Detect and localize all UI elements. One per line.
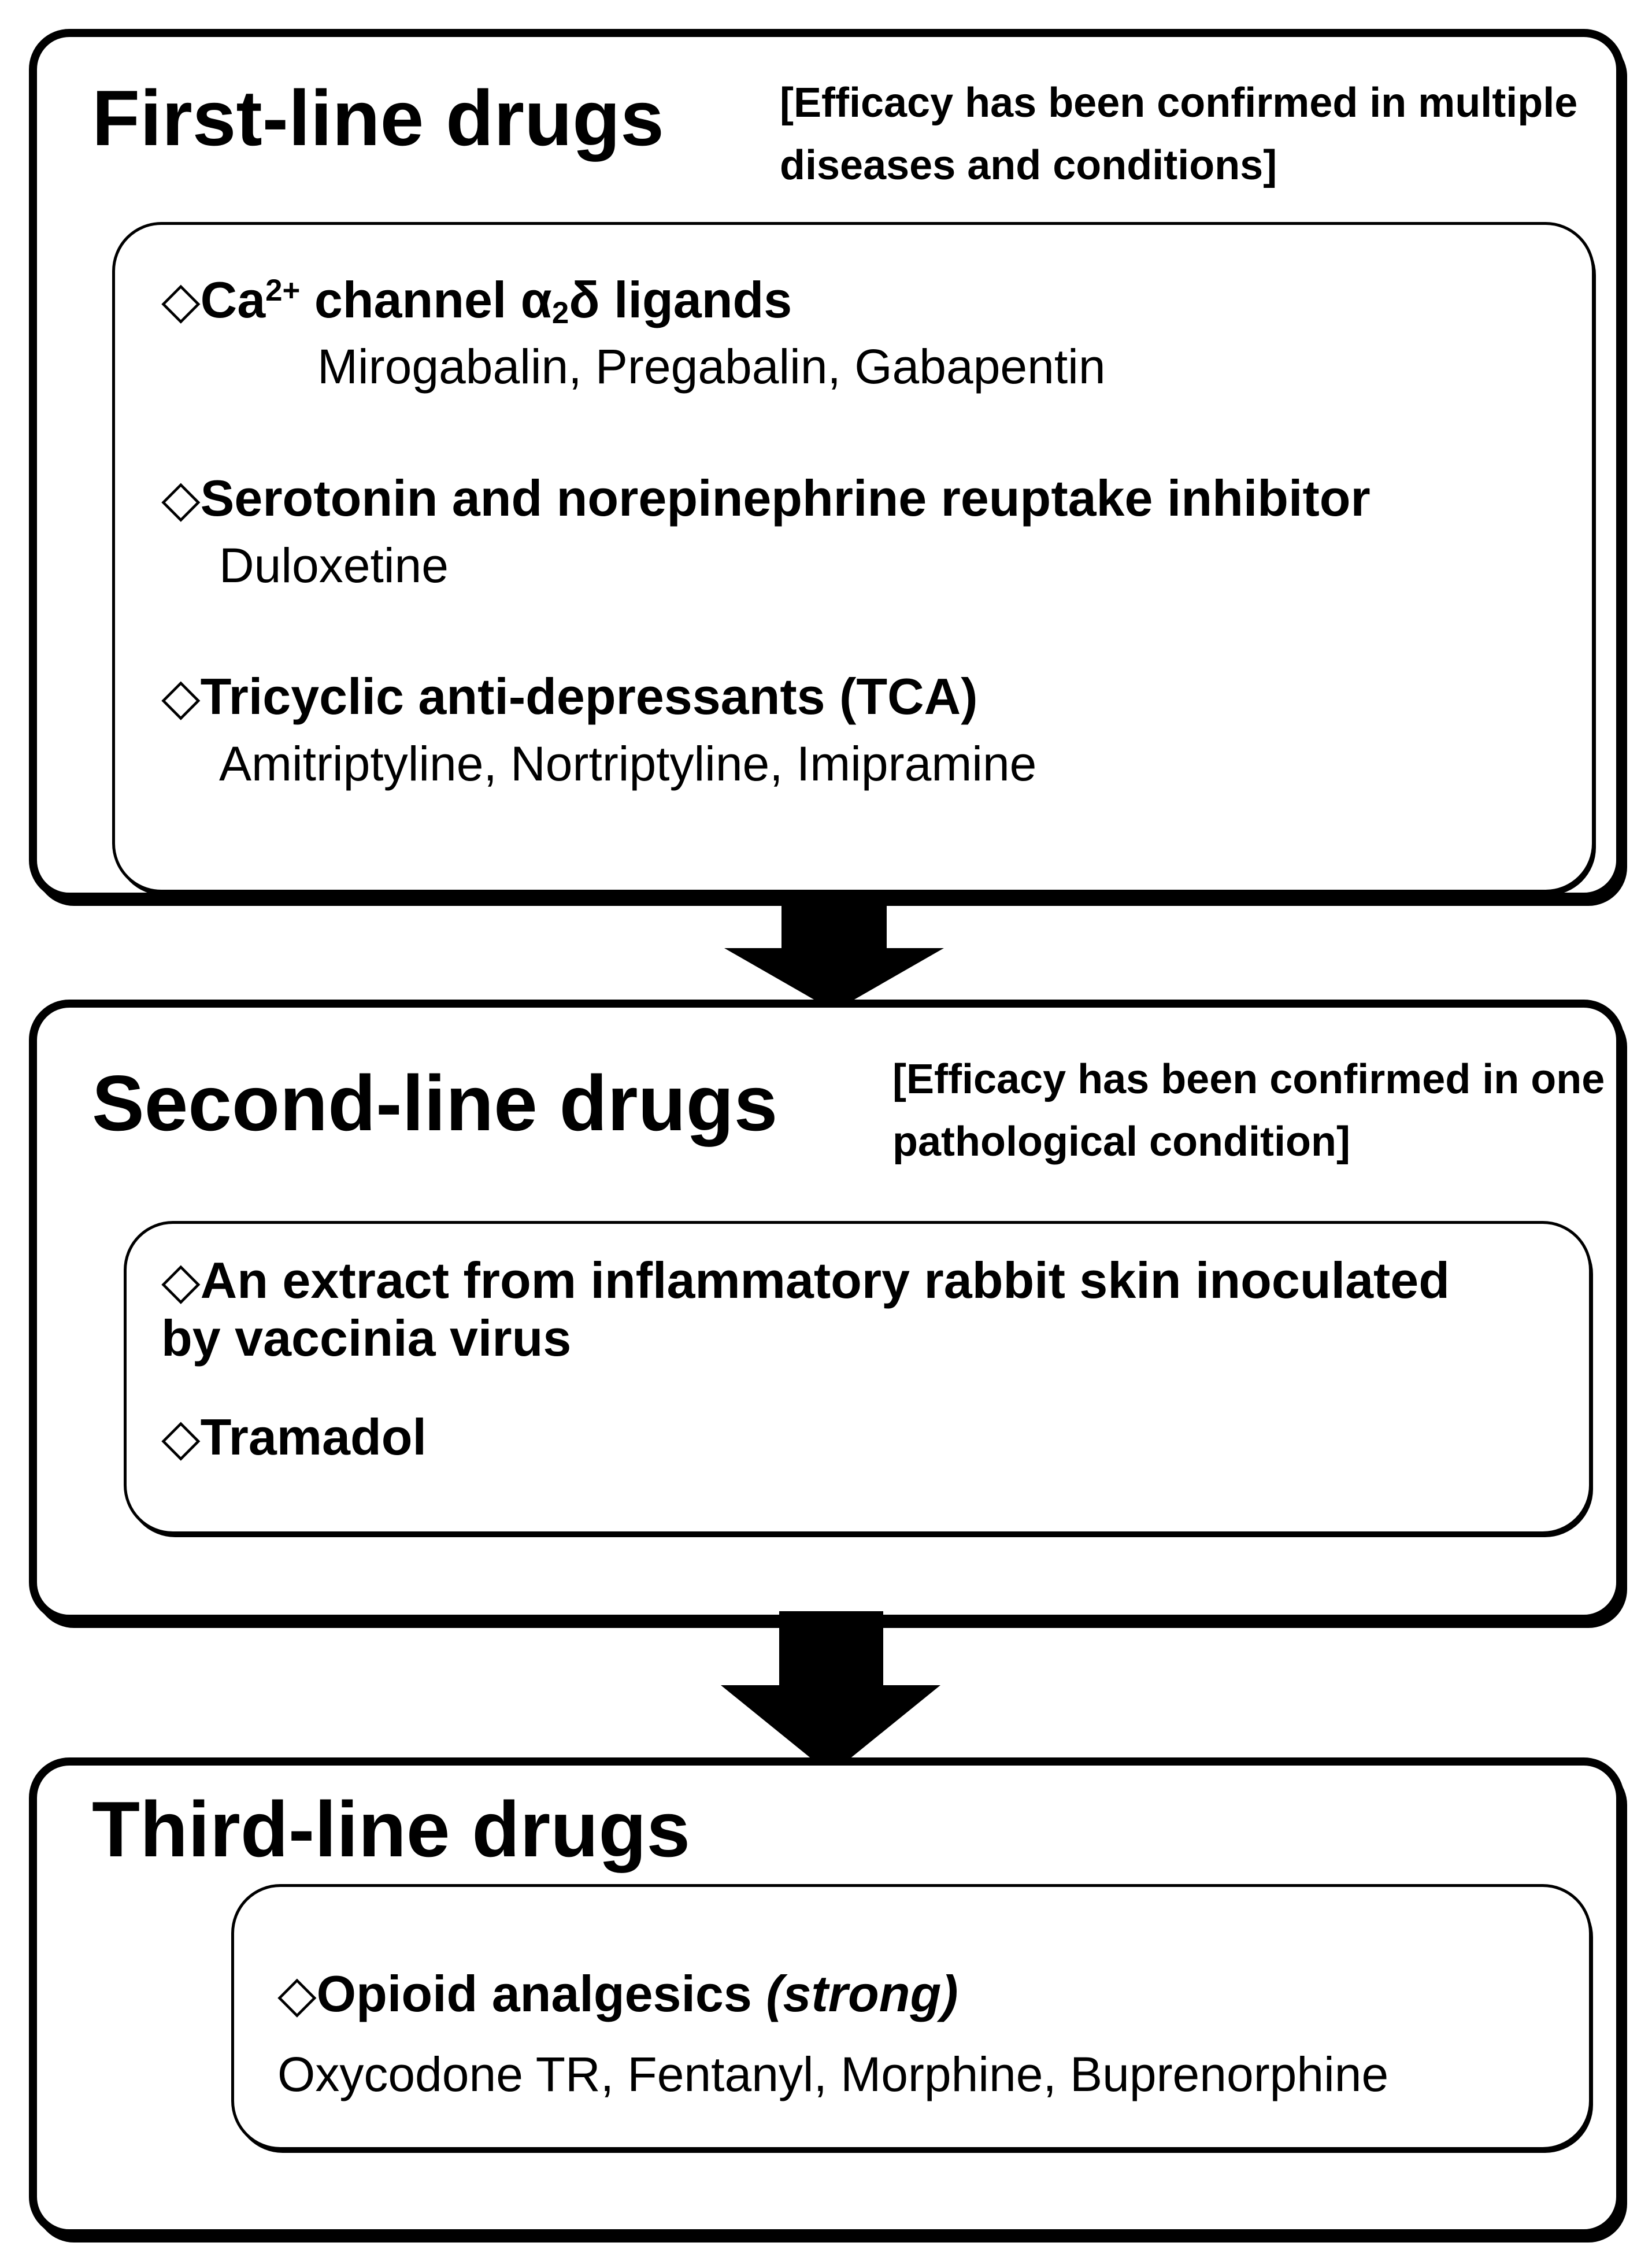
- drug-group-header-opioids: ◇Opioid analgesics (strong): [277, 1965, 1549, 2023]
- ca-header-suffix: δ ligands: [569, 271, 792, 328]
- third-line-title: Third-line drugs: [92, 1785, 691, 1873]
- rabbit-skin-line2: by vaccinia virus: [161, 1309, 572, 1367]
- second-line-title: Second-line drugs: [92, 1059, 778, 1147]
- drug-group-tca: ◇Tricyclic anti-depressants (TCA) Amitri…: [161, 668, 1546, 791]
- second-line-drug-list-box: ◇An extract from inflammatory rabbit ski…: [124, 1221, 1592, 1534]
- drug-list-opioids: Oxycodone TR, Fentanyl, Morphine, Bupren…: [277, 2047, 1389, 2102]
- first-line-note-line1: [Efficacy has been confirmed in multiple: [780, 80, 1578, 126]
- drug-group-header-rabbit-skin-extract: ◇An extract from inflammatory rabbit ski…: [161, 1252, 1557, 1368]
- first-line-note: [Efficacy has been confirmed in multiple…: [780, 72, 1629, 197]
- down-arrow-icon: [724, 893, 944, 1011]
- ca-header-superscript: 2+: [265, 273, 301, 308]
- third-line-box: Third-line drugs ◇Opioid analgesics (str…: [29, 1757, 1624, 2237]
- first-line-note-line2: diseases and conditions]: [780, 142, 1277, 188]
- second-line-box: Second-line drugs [Efficacy has been con…: [29, 1000, 1624, 1623]
- drug-list-tca: Amitriptyline, Nortriptyline, Imipramine: [219, 736, 1037, 791]
- opioid-header-main: ◇Opioid analgesics: [277, 1965, 766, 2022]
- ca-header-mid: channel α: [300, 271, 552, 328]
- first-line-title: First-line drugs: [92, 74, 664, 162]
- drug-group-header-tca: ◇Tricyclic anti-depressants (TCA): [161, 668, 978, 726]
- rabbit-skin-line1: ◇An extract from inflammatory rabbit ski…: [161, 1252, 1450, 1309]
- drug-group-ca-channel: ◇Ca2+ channel α2δ ligands Mirogabalin, P…: [161, 271, 1546, 394]
- ca-header-prefix: ◇Ca: [161, 271, 266, 328]
- drug-group-header-tramadol: ◇Tramadol: [161, 1408, 427, 1466]
- down-arrow-icon: [721, 1611, 940, 1774]
- drug-group-header-snri: ◇Serotonin and norepinephrine reuptake i…: [161, 469, 1371, 527]
- drug-group-tramadol: ◇Tramadol: [161, 1408, 1557, 1466]
- opioid-header-strong-label: (strong): [766, 1965, 958, 2022]
- drug-group-header-ca-channel: ◇Ca2+ channel α2δ ligands: [161, 271, 1546, 330]
- ca-header-subscript: 2: [551, 295, 569, 330]
- drug-list-snri: Duloxetine: [219, 538, 449, 593]
- third-line-drug-list-box: ◇Opioid analgesics (strong) Oxycodone TR…: [231, 1884, 1592, 2150]
- first-line-drug-list-box: ◇Ca2+ channel α2δ ligands Mirogabalin, P…: [112, 222, 1595, 893]
- drug-group-rabbit-skin-extract: ◇An extract from inflammatory rabbit ski…: [161, 1252, 1557, 1368]
- second-line-note-line1: [Efficacy has been confirmed in one: [892, 1056, 1605, 1102]
- drug-list-ca-channel: Mirogabalin, Pregabalin, Gabapentin: [317, 339, 1106, 394]
- first-line-box: First-line drugs [Efficacy has been conf…: [29, 29, 1624, 901]
- second-line-note-line2: pathological condition]: [892, 1119, 1350, 1165]
- second-line-note: [Efficacy has been confirmed in one path…: [892, 1048, 1627, 1173]
- drug-group-snri: ◇Serotonin and norepinephrine reuptake i…: [161, 469, 1546, 593]
- drug-group-opioids: ◇Opioid analgesics (strong) Oxycodone TR…: [277, 1965, 1549, 2102]
